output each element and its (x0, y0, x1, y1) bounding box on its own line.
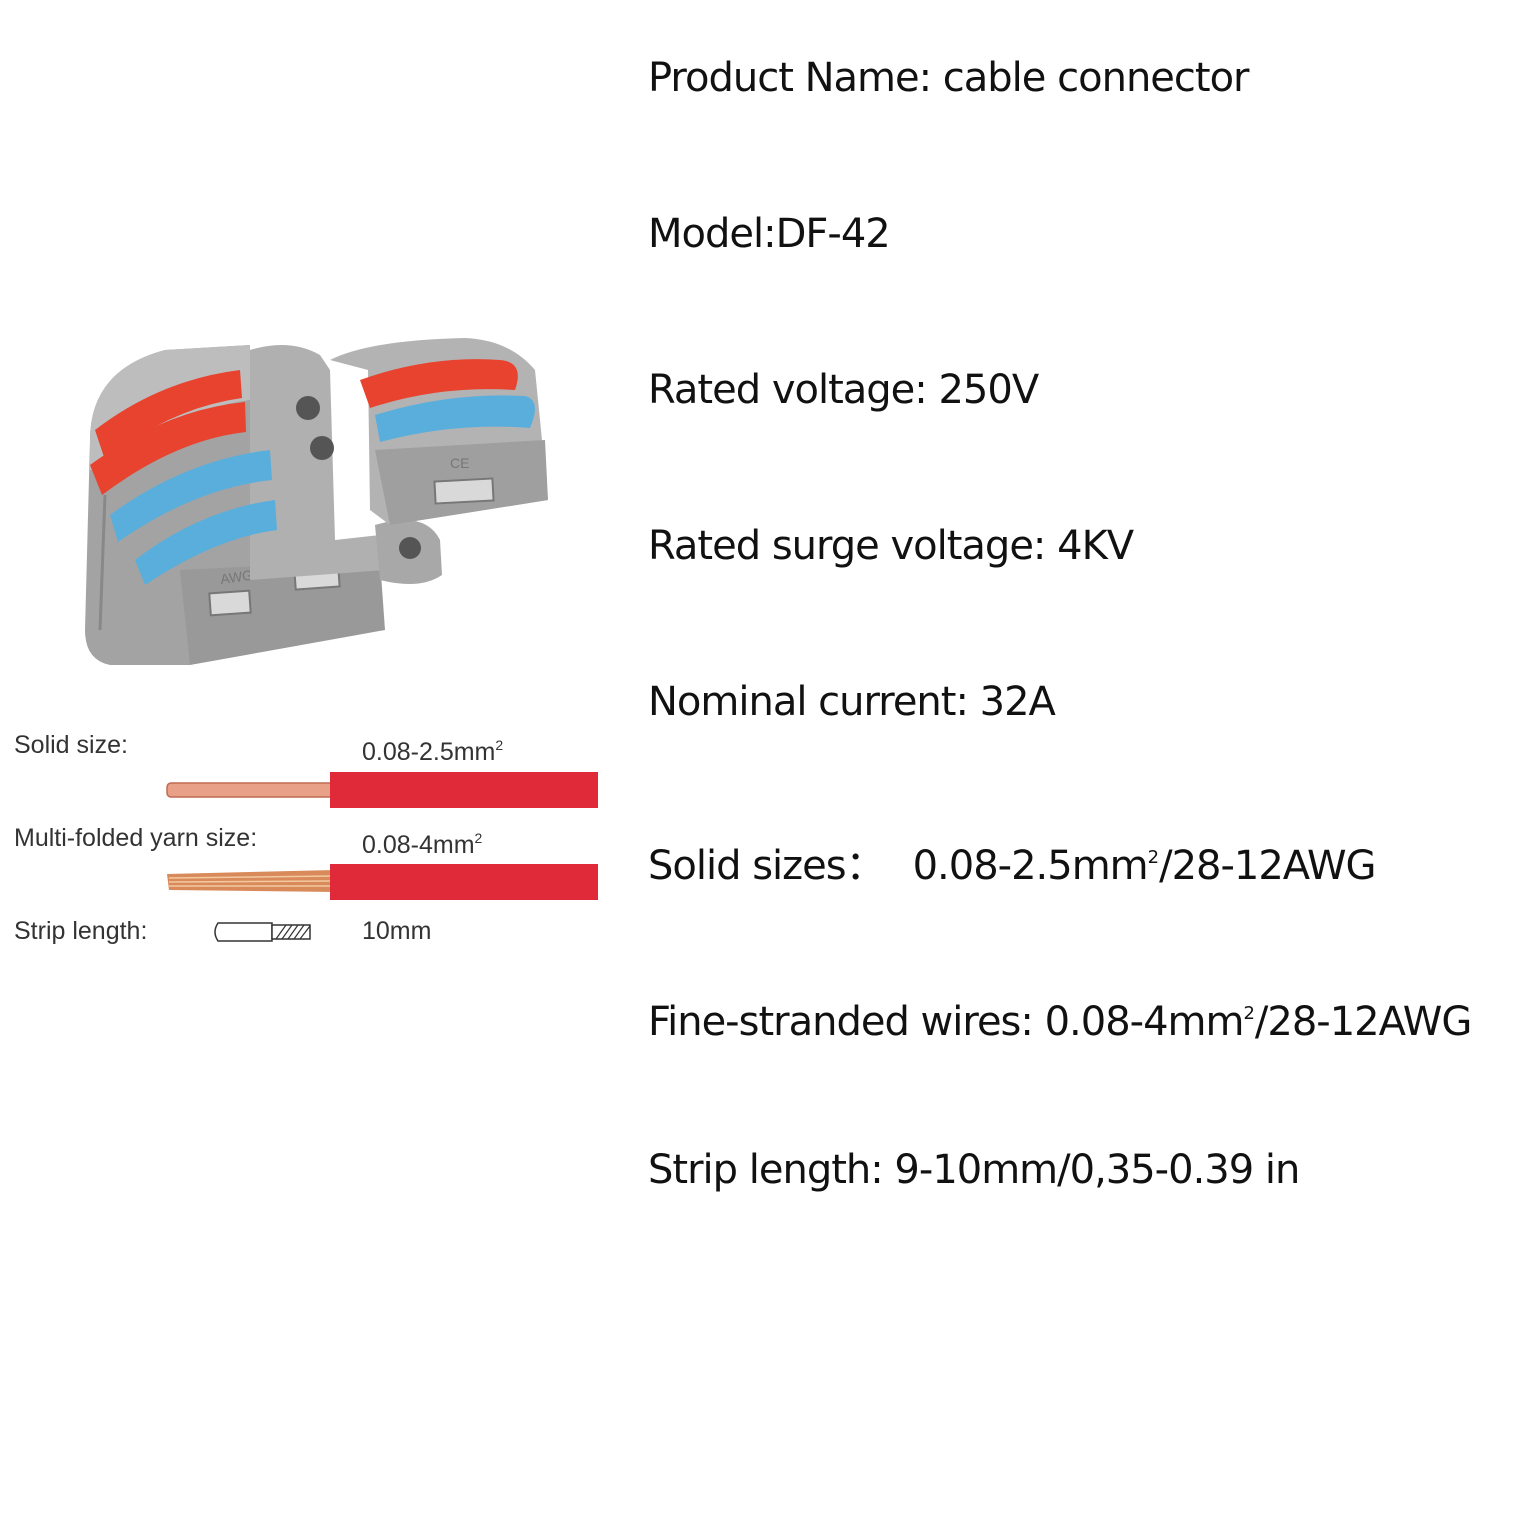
spec-model: Model:DF-42 (648, 211, 891, 257)
ce-marking: CE (450, 455, 469, 471)
strip-length-value: 10mm (362, 917, 432, 945)
spec-solid-sizes-value: 0.08-2.5mm (912, 843, 1149, 889)
spec-solid-sizes-label: Solid sizes： (648, 843, 886, 889)
strip-length-label: Strip length: (14, 917, 148, 945)
multi-folded-value-sup: 2 (474, 830, 483, 846)
solid-size-label: Solid size: (14, 731, 128, 759)
spec-rated-voltage: Rated voltage: 250V (648, 367, 1039, 413)
connector-product-image: AWG28-12 CE (85, 338, 548, 665)
solid-size-value-sup: 2 (495, 737, 504, 753)
spec-fine-stranded: Fine-stranded wires: 0.08-4mm2/28-12AWG (648, 990, 1472, 1046)
stranded-wire-icon (167, 864, 598, 900)
spec-rated-surge-voltage: Rated surge voltage: 4KV (648, 523, 1134, 569)
solid-size-value: 0.08-2.5mm2 (362, 730, 503, 767)
solid-wire-icon (166, 772, 598, 808)
spec-product-name: Product Name: cable connector (648, 55, 1249, 101)
spec-fine-stranded-awg: /28-12AWG (1254, 999, 1472, 1045)
spec-fine-stranded-label: Fine-stranded wires: (648, 999, 1045, 1045)
strip-length-icon (214, 922, 311, 942)
solid-size-value-text: 0.08-2.5mm (362, 738, 496, 766)
spec-solid-sizes-awg: /28-12AWG (1159, 843, 1376, 889)
spec-strip-length: Strip length: 9-10mm/0,35-0.39 in (648, 1147, 1300, 1193)
spec-solid-sizes: Solid sizes： 0.08-2.5mm2/28-12AWG (648, 834, 1377, 890)
spec-fine-stranded-value: 0.08-4mm (1044, 999, 1245, 1045)
multi-folded-label: Multi-folded yarn size: (14, 824, 258, 852)
multi-folded-value-text: 0.08-4mm (362, 831, 475, 859)
multi-folded-value: 0.08-4mm2 (362, 823, 482, 860)
spec-nominal-current: Nominal current: 32A (648, 679, 1056, 725)
spec-fine-stranded-sup: 2 (1243, 1003, 1255, 1024)
spec-solid-sizes-sup: 2 (1147, 847, 1160, 868)
